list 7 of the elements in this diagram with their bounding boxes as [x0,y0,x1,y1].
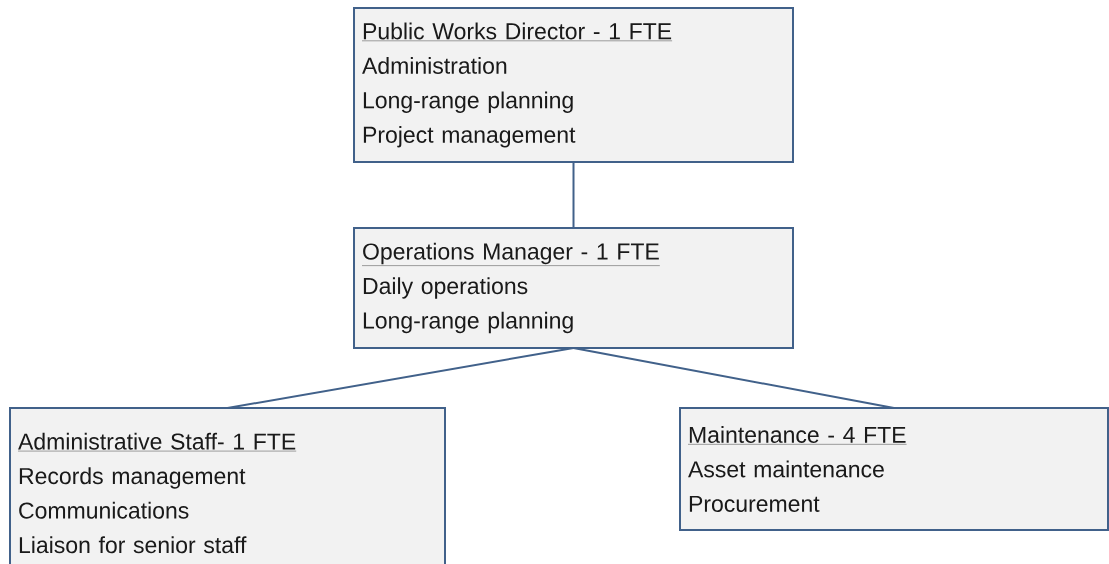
org-box: Administrative Staff- 1 FTE Records management Communications Liaison for senior staff [9,407,446,564]
connector-line [572,347,895,409]
connector-line [572,161,575,229]
connector-line [226,347,575,409]
org-box: Maintenance - 4 FTE Asset maintenance Procurement [679,407,1109,531]
org-box: Operations Manager - 1 FTE Daily operations Long-range planning [353,227,794,349]
org-box: Public Works Director - 1 FTE Administration Long-range planning Project management [353,7,794,163]
